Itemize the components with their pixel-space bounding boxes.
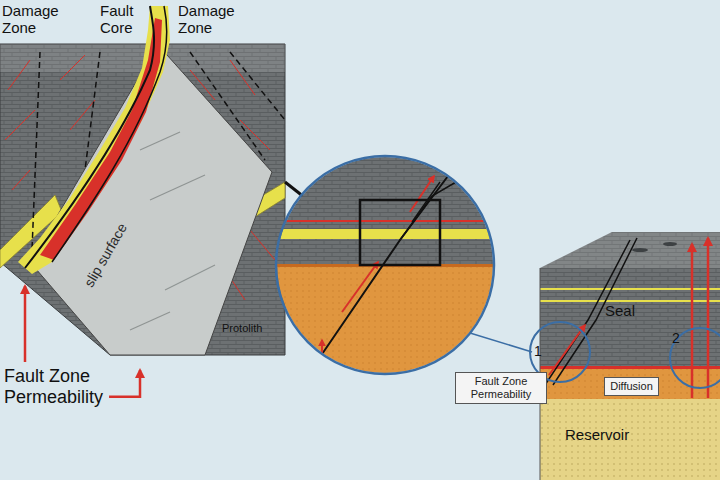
fracture-lines xyxy=(12,170,30,190)
striations xyxy=(140,132,180,150)
zone-label: Damage Zone xyxy=(178,2,248,37)
magnified-view xyxy=(318,160,460,360)
text-box: Diffusion xyxy=(604,377,659,396)
reservoir-block xyxy=(540,399,720,480)
callout-circle xyxy=(670,328,720,388)
fault-core xyxy=(18,6,170,274)
magnified-view xyxy=(270,150,532,381)
magnified-view xyxy=(270,229,500,239)
reservoir-block xyxy=(549,325,585,375)
reservoir-block xyxy=(663,242,677,246)
reservoir-block xyxy=(632,248,648,252)
striations xyxy=(130,132,215,330)
fracture-lines xyxy=(8,60,30,90)
text-box: Fault Zone Permeability xyxy=(455,372,547,404)
fault-line xyxy=(52,6,167,262)
zoom-line xyxy=(470,333,532,352)
magnified-view xyxy=(270,220,500,222)
layer-label: Seal xyxy=(605,302,635,319)
fracture-lines xyxy=(60,55,85,80)
zone-label: Damage Zone xyxy=(2,2,72,37)
magnified-view xyxy=(270,150,500,268)
reservoir-block xyxy=(691,244,694,398)
fracture-lines xyxy=(5,110,35,140)
pointer-arrow xyxy=(24,286,27,362)
callout-number: 1 xyxy=(534,343,542,359)
zoom-frame xyxy=(360,200,440,265)
magnified-view xyxy=(321,340,323,380)
callout-number: 2 xyxy=(672,330,680,346)
magnified-view xyxy=(270,266,500,381)
pointer-arrow xyxy=(109,370,140,397)
magnified-view xyxy=(342,262,378,312)
fracture-lines xyxy=(250,230,275,260)
reservoir-block xyxy=(553,238,637,385)
striations xyxy=(130,312,170,330)
striations xyxy=(150,175,205,200)
reservoir-block xyxy=(707,238,710,398)
damage-zone-boundary xyxy=(230,52,285,120)
zone-label: Fault Core xyxy=(100,2,148,37)
fault-line xyxy=(25,6,154,268)
box-text: Fault Zone Permeability xyxy=(461,375,541,401)
magnified-view xyxy=(270,150,500,381)
box-text: Diffusion xyxy=(610,380,653,393)
fault-block xyxy=(0,6,285,397)
magnified-view xyxy=(410,176,434,212)
layer-label: Reservoir xyxy=(565,426,629,443)
reservoir-block xyxy=(530,232,720,480)
magnifier-circle xyxy=(276,156,494,374)
damage-zone-boundary xyxy=(32,52,40,250)
pointer-label: Fault Zone Permeability xyxy=(4,366,144,407)
rock-label: Protolith xyxy=(222,322,262,335)
striations xyxy=(165,265,215,290)
